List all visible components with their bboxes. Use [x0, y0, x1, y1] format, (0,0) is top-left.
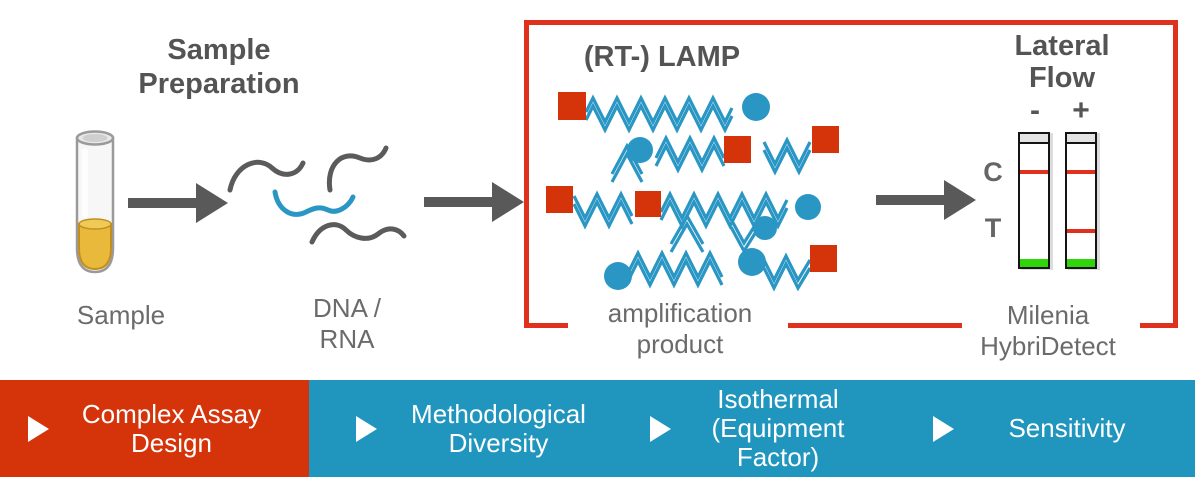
- lateral-flow-strip-negative: [1018, 132, 1050, 269]
- banner-item-complex-assay-design: Complex Assay Design: [28, 380, 276, 477]
- test-line-label: T: [984, 213, 1002, 243]
- banner-item-label: Methodological Diversity: [411, 398, 586, 458]
- play-triangle-icon: [650, 415, 671, 442]
- test-line: [1067, 229, 1095, 233]
- banner-segment-blue: [309, 380, 1195, 477]
- control-line: [1067, 170, 1095, 174]
- assay-frame-bottom-segment: [1140, 323, 1178, 328]
- lateral-flow-strip-positive: [1065, 132, 1097, 269]
- arrow-right-icon: [424, 182, 524, 222]
- positive-result-label: +: [1072, 94, 1090, 127]
- banner-item-label: Complex Assay Design: [81, 398, 262, 458]
- sample-preparation-title: Sample Preparation: [138, 34, 300, 100]
- amplification-product-illustration: [546, 92, 839, 290]
- sample-caption: Sample: [76, 300, 166, 330]
- assay-frame-bottom-segment: [524, 323, 568, 328]
- sample-tube-illustration: [75, 130, 115, 274]
- banner-segment-red: [0, 380, 309, 477]
- strip-wick: [1020, 259, 1048, 267]
- milenia-caption: Milenia HybriDetect: [980, 300, 1116, 361]
- banner-item-isothermal-equipment-factor: Isothermal (Equipment Factor): [650, 380, 853, 477]
- assay-frame-bottom-segment: [788, 323, 962, 328]
- banner-item-label: Sensitivity: [1008, 413, 1126, 443]
- amplification-caption: amplification product: [607, 298, 753, 359]
- control-line-label: C: [983, 157, 1003, 187]
- arrow-right-icon: [876, 180, 976, 220]
- banner-item-methodological-diversity: Methodological Diversity: [356, 380, 601, 477]
- lamp-title: (RT-) LAMP: [583, 41, 741, 73]
- play-triangle-icon: [356, 415, 377, 442]
- strip-sample-pad: [1020, 134, 1048, 144]
- play-triangle-icon: [28, 415, 49, 442]
- arrow-right-icon: [128, 183, 228, 223]
- assay-frame: [524, 20, 1178, 328]
- dna-rna-illustration: [227, 145, 407, 245]
- play-triangle-icon: [933, 415, 954, 442]
- banner-item-label: Isothermal (Equipment Factor): [711, 384, 845, 472]
- dna-rna-caption: DNA / RNA: [313, 293, 381, 354]
- control-line: [1020, 170, 1048, 174]
- strip-sample-pad: [1067, 134, 1095, 144]
- lateral-flow-title: Lateral Flow: [1014, 30, 1110, 94]
- strip-wick: [1067, 259, 1095, 267]
- negative-result-label: -: [1030, 94, 1040, 127]
- banner-item-sensitivity: Sensitivity: [933, 380, 1147, 477]
